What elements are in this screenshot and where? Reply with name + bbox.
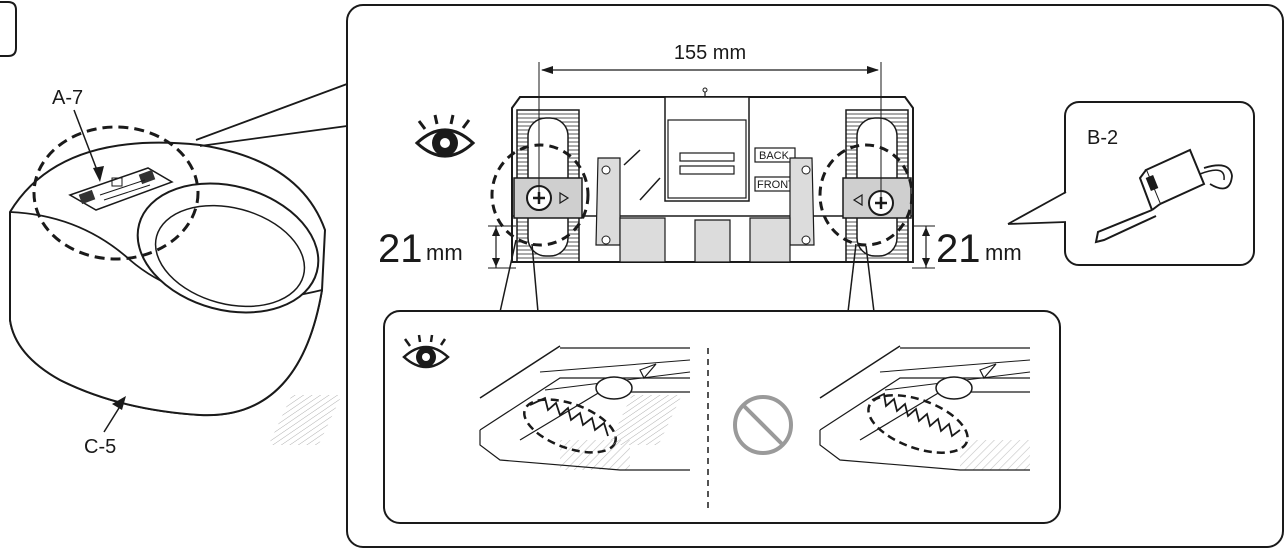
spacing-value: 155 mm <box>674 42 746 64</box>
eye-icon <box>414 114 476 158</box>
offset-left-value: 21 <box>378 227 423 271</box>
slider-closeup-incorrect <box>608 345 1031 471</box>
seat-mount-plate-small <box>68 167 174 211</box>
offset-dimension-right: 21 mm <box>912 225 1022 271</box>
eye-icon <box>402 334 450 369</box>
label-bowl: C-5 <box>84 436 116 458</box>
mounting-plate: BACK FRONT <box>511 87 914 263</box>
offset-right-unit: mm <box>985 240 1022 265</box>
label-tape-measure: B-2 <box>1087 127 1118 149</box>
offset-right-value: 21 <box>936 227 981 271</box>
plate-front-label: FRONT <box>757 179 795 191</box>
label-seat-mount: A-7 <box>52 87 83 109</box>
plate-back-label: BACK <box>759 150 790 162</box>
slider-highlight-left <box>490 143 590 247</box>
offset-left-unit: mm <box>426 240 463 265</box>
prohibited-icon <box>733 395 793 455</box>
tape-measure-inset: B-2 <box>1007 101 1255 266</box>
spacing-dimension: 155 mm <box>538 42 882 203</box>
step-badge <box>0 1 17 57</box>
offset-dimension-left: 21 mm <box>378 225 516 271</box>
detail-panel <box>346 4 1284 548</box>
slider-highlight-right <box>818 143 914 247</box>
detail-highlight-ellipse <box>32 125 200 261</box>
tape-measure-icon <box>1094 148 1233 244</box>
toilet-bowl <box>9 83 348 417</box>
